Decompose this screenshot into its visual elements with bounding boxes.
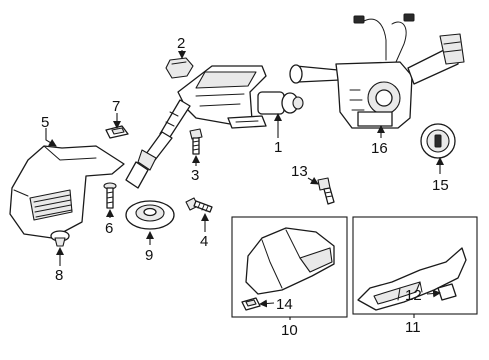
callout-2: 2	[177, 35, 185, 52]
callout-9: 9	[145, 247, 153, 264]
lower-cover-part	[9, 145, 125, 239]
multifunction-switch-part	[289, 13, 465, 129]
lower-shroud-box	[352, 216, 478, 315]
steering-column-part	[125, 65, 304, 189]
callout-3: 3	[191, 167, 199, 184]
leader-lines	[45, 50, 444, 320]
bearing-plate-9-part	[125, 200, 175, 230]
callout-16: 16	[371, 140, 388, 157]
ignition-switch-part	[420, 123, 456, 159]
clip-14-part	[241, 297, 261, 311]
callout-1: 1	[274, 139, 282, 156]
screw-13-part	[317, 177, 335, 205]
callout-4: 4	[200, 233, 208, 250]
callout-labels: 1 2 3 4 5 6 7 8 9 10 11 12 13 14 15 16	[41, 35, 449, 339]
bolt-3-part	[189, 128, 203, 155]
callout-12: 12	[405, 287, 422, 304]
callout-15: 15	[432, 177, 449, 194]
callout-6: 6	[105, 220, 113, 237]
callout-5: 5	[41, 114, 49, 131]
push-pin-8-part	[50, 230, 70, 247]
upper-cover-part	[245, 227, 335, 295]
callout-7: 7	[112, 98, 120, 115]
lower-shroud-part	[357, 247, 467, 311]
callout-11: 11	[405, 319, 421, 336]
bolt-4-part	[185, 197, 213, 213]
screw-6-part	[103, 182, 117, 209]
callout-14: 14	[276, 296, 293, 313]
nut-part	[165, 57, 194, 79]
callout-8: 8	[55, 267, 63, 284]
callout-10: 10	[281, 322, 298, 339]
callout-13: 13	[291, 163, 308, 180]
